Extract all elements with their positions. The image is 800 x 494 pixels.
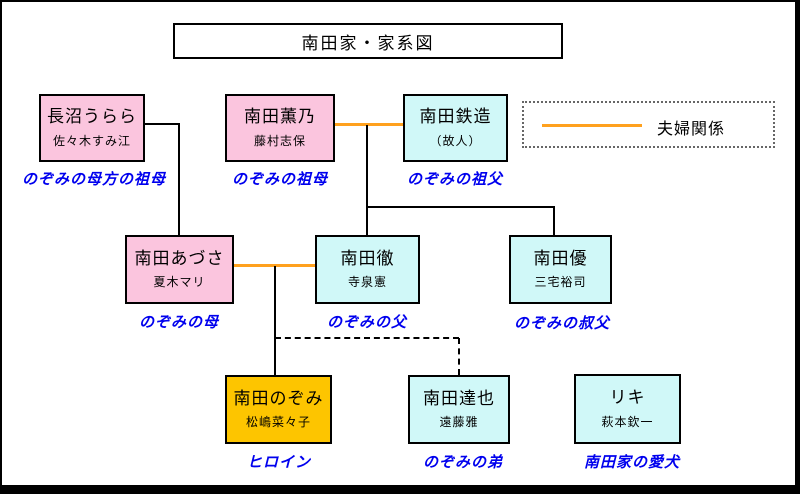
legend-marriage-line	[542, 124, 642, 127]
person-box-tetsuzo: 南田鉄造 （故人）	[403, 94, 508, 162]
person-role-tatsuya: のぞみの弟	[422, 454, 503, 471]
person-name: 南田あづさ	[134, 248, 225, 268]
diagram-title-box: 南田家・家系図	[173, 23, 563, 59]
marriage-line-kaono-tetsuzo	[334, 123, 404, 126]
person-role-yu: のぞみの叔父	[513, 315, 610, 332]
person-box-yu: 南田優 三宅裕司	[509, 235, 612, 304]
person-actor: 松嶋菜々子	[245, 415, 311, 430]
person-box-nozomi: 南田のぞみ 松嶋菜々子	[225, 375, 332, 444]
diagram-title: 南田家・家系図	[301, 33, 435, 53]
legend-label: 夫婦関係	[657, 121, 726, 138]
dashed-connector-horizontal	[275, 337, 459, 339]
person-actor: 萩本欽一	[601, 414, 654, 429]
person-box-tatsuya: 南田達也 遠藤雅	[408, 375, 510, 444]
dashed-connector-to-tatsuya	[458, 338, 460, 375]
person-role-nozomi: ヒロイン	[246, 454, 311, 471]
person-name: 長沼うらら	[47, 107, 137, 127]
person-role-kaono: のぞみの祖母	[231, 171, 328, 188]
person-name: 南田のぞみ	[233, 388, 324, 408]
person-name: 南田鉄造	[419, 107, 492, 127]
person-role-azusa: のぞみの母	[138, 314, 219, 331]
marriage-line-azusa-toru	[234, 264, 315, 267]
person-name: 南田達也	[423, 388, 495, 408]
person-actor: 寺泉憲	[347, 275, 387, 290]
person-note: （故人）	[429, 133, 482, 148]
person-actor: 藤村志保	[253, 133, 306, 148]
connector-branch-horizontal	[366, 206, 555, 208]
person-role-urara: のぞみの母方の祖母	[21, 171, 166, 188]
person-box-azusa: 南田あづさ 夏木マリ	[125, 235, 234, 304]
connector-urara-horizontal	[144, 123, 180, 125]
person-actor: 佐々木すみ江	[52, 133, 131, 148]
person-box-urara: 長沼うらら 佐々木すみ江	[39, 94, 145, 162]
person-box-riki: リキ 萩本欽一	[574, 374, 681, 444]
person-actor: 夏木マリ	[153, 275, 206, 290]
legend-box: 夫婦関係	[522, 101, 775, 148]
person-role-riki: 南田家の愛犬	[583, 454, 680, 471]
person-box-toru: 南田徹 寺泉憲	[315, 235, 420, 304]
connector-parents-to-nozomi	[274, 266, 276, 375]
person-box-kaono: 南田薫乃 藤村志保	[225, 94, 335, 162]
person-name: リキ	[609, 388, 646, 408]
person-name: 南田優	[533, 248, 588, 268]
person-name: 南田徹	[340, 248, 395, 268]
connector-grandparents-to-toru	[366, 125, 368, 235]
person-role-tetsuzo: のぞみの祖父	[406, 171, 503, 188]
person-role-toru: のぞみの父	[326, 314, 407, 331]
person-name: 南田薫乃	[244, 107, 316, 127]
person-actor: 遠藤雅	[439, 415, 479, 430]
connector-urara-to-azusa	[178, 123, 180, 235]
connector-branch-to-yu	[553, 206, 555, 235]
person-actor: 三宅裕司	[534, 275, 587, 290]
